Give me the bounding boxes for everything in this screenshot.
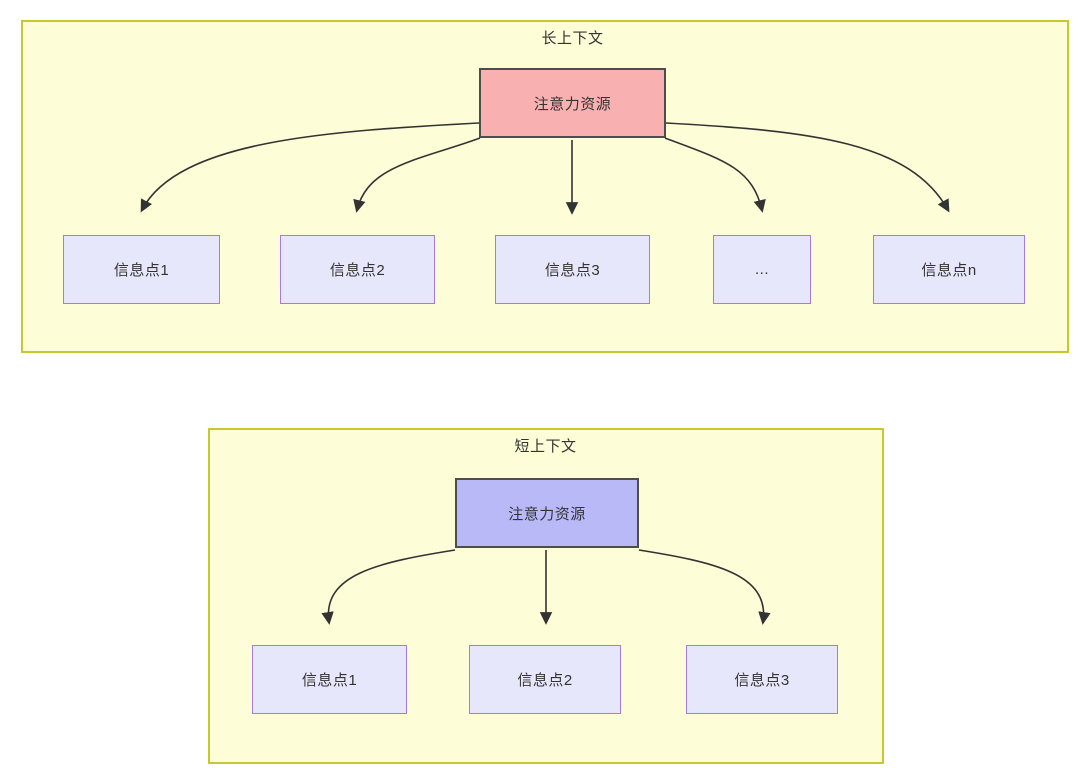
long-context-info-node-2[interactable]: 信息点2 <box>280 235 435 304</box>
long-context-info-label-4: ... <box>754 261 769 278</box>
long-context-info-label-5: 信息点n <box>921 262 977 279</box>
long-context-info-node-3[interactable]: 信息点3 <box>495 235 650 304</box>
long-context-title: 长上下文 <box>541 30 604 47</box>
short-context-info-label-3: 信息点3 <box>734 672 790 689</box>
short-context-hub-label: 注意力资源 <box>508 505 586 523</box>
short-context-info-label-1: 信息点1 <box>301 672 358 689</box>
long-context-info-label-1: 信息点1 <box>113 262 170 279</box>
long-context-info-label-2: 信息点2 <box>329 262 386 279</box>
short-context-title: 短上下文 <box>514 438 577 455</box>
long-context-info-node-4[interactable]: ... <box>713 235 811 304</box>
long-context-hub-label: 注意力资源 <box>533 95 612 113</box>
long-context-info-node-5[interactable]: 信息点n <box>873 235 1025 304</box>
long-context-hub-node[interactable]: 注意力资源 <box>479 68 666 138</box>
long-context-info-node-1[interactable]: 信息点1 <box>63 235 220 304</box>
short-context-hub-node[interactable]: 注意力资源 <box>455 478 639 548</box>
short-context-info-label-2: 信息点2 <box>517 672 573 689</box>
short-context-info-node-3[interactable]: 信息点3 <box>686 645 838 714</box>
short-context-info-node-2[interactable]: 信息点2 <box>469 645 621 714</box>
short-context-info-node-1[interactable]: 信息点1 <box>252 645 407 714</box>
long-context-info-label-3: 信息点3 <box>544 262 601 279</box>
